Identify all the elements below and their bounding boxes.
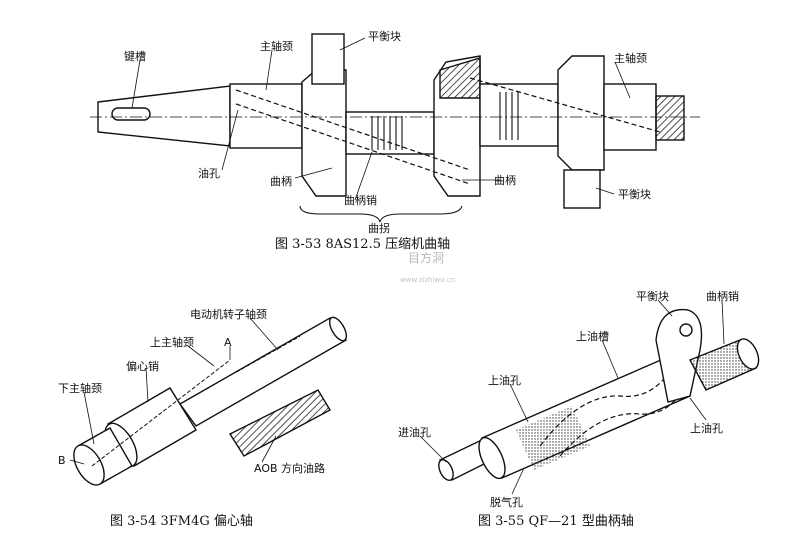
fig53-label-counterweight-top: 平衡块 bbox=[368, 30, 401, 43]
fig54-label-aob-oil-path: AOB 方向油路 bbox=[254, 461, 325, 475]
fig54-label-eccentric-pin: 偏心销 bbox=[126, 359, 159, 373]
fig53-label-keyway: 键槽 bbox=[124, 49, 146, 63]
fig55-label-vent-hole: 脱气孔 bbox=[490, 495, 523, 509]
fig53-label-crank-left: 曲柄 bbox=[270, 175, 292, 188]
fig54-label-rotor-journal: 电动机转子轴颈 bbox=[190, 307, 267, 321]
fig54-label-lower-main-journal: 下主轴颈 bbox=[58, 381, 102, 395]
fig53-label-main-journal-left: 主轴颈 bbox=[260, 39, 293, 53]
keyway-shape bbox=[111, 107, 151, 121]
fig54-label-upper-main-journal: 上主轴颈 bbox=[150, 335, 194, 349]
fig53-label-crank-throw: 曲拐 bbox=[368, 221, 390, 235]
fig54-caption: 图 3-54 3FM4G 偏心轴 bbox=[110, 514, 253, 529]
fig53-label-crank-right: 曲柄 bbox=[494, 174, 516, 187]
watermark-url: www.zizhiwu.cn bbox=[400, 276, 455, 284]
fig55-label-upper-oil-groove: 上油槽 bbox=[576, 329, 609, 343]
fig55-label-crank-pin: 曲柄销 bbox=[706, 289, 739, 303]
fig53-label-counterweight-bottom: 平衡块 bbox=[618, 188, 651, 201]
fig53-crankshaft-drawing bbox=[90, 33, 700, 223]
counterweight-bottom-shape bbox=[563, 169, 601, 209]
fig54-label-point-a: A bbox=[224, 336, 232, 349]
fig53-caption: 图 3-53 8AS12.5 压缩机曲轴 bbox=[275, 236, 450, 252]
fig53-label-crank-pin: 曲柄销 bbox=[344, 193, 377, 207]
fig55-label-upper-oil-hole-left: 上油孔 bbox=[488, 373, 521, 387]
fig53-label-main-journal-right: 主轴颈 bbox=[614, 51, 647, 65]
fig55-caption: 图 3-55 QF—21 型曲柄轴 bbox=[478, 514, 634, 529]
counterweight-top-shape bbox=[311, 33, 345, 85]
fig55-label-counterweight: 平衡块 bbox=[636, 290, 669, 303]
fig55-crank-shaft-drawing bbox=[438, 308, 760, 481]
watermark-logo: 目方洞 bbox=[408, 250, 444, 265]
fig54-label-point-b: B bbox=[58, 454, 66, 467]
fig55-label-upper-oil-hole-right: 上油孔 bbox=[690, 421, 723, 435]
fig55-label-oil-inlet: 进油孔 bbox=[398, 425, 431, 439]
fig54-eccentric-shaft-drawing bbox=[73, 316, 348, 486]
fig53-label-oil-hole: 油孔 bbox=[198, 166, 220, 180]
